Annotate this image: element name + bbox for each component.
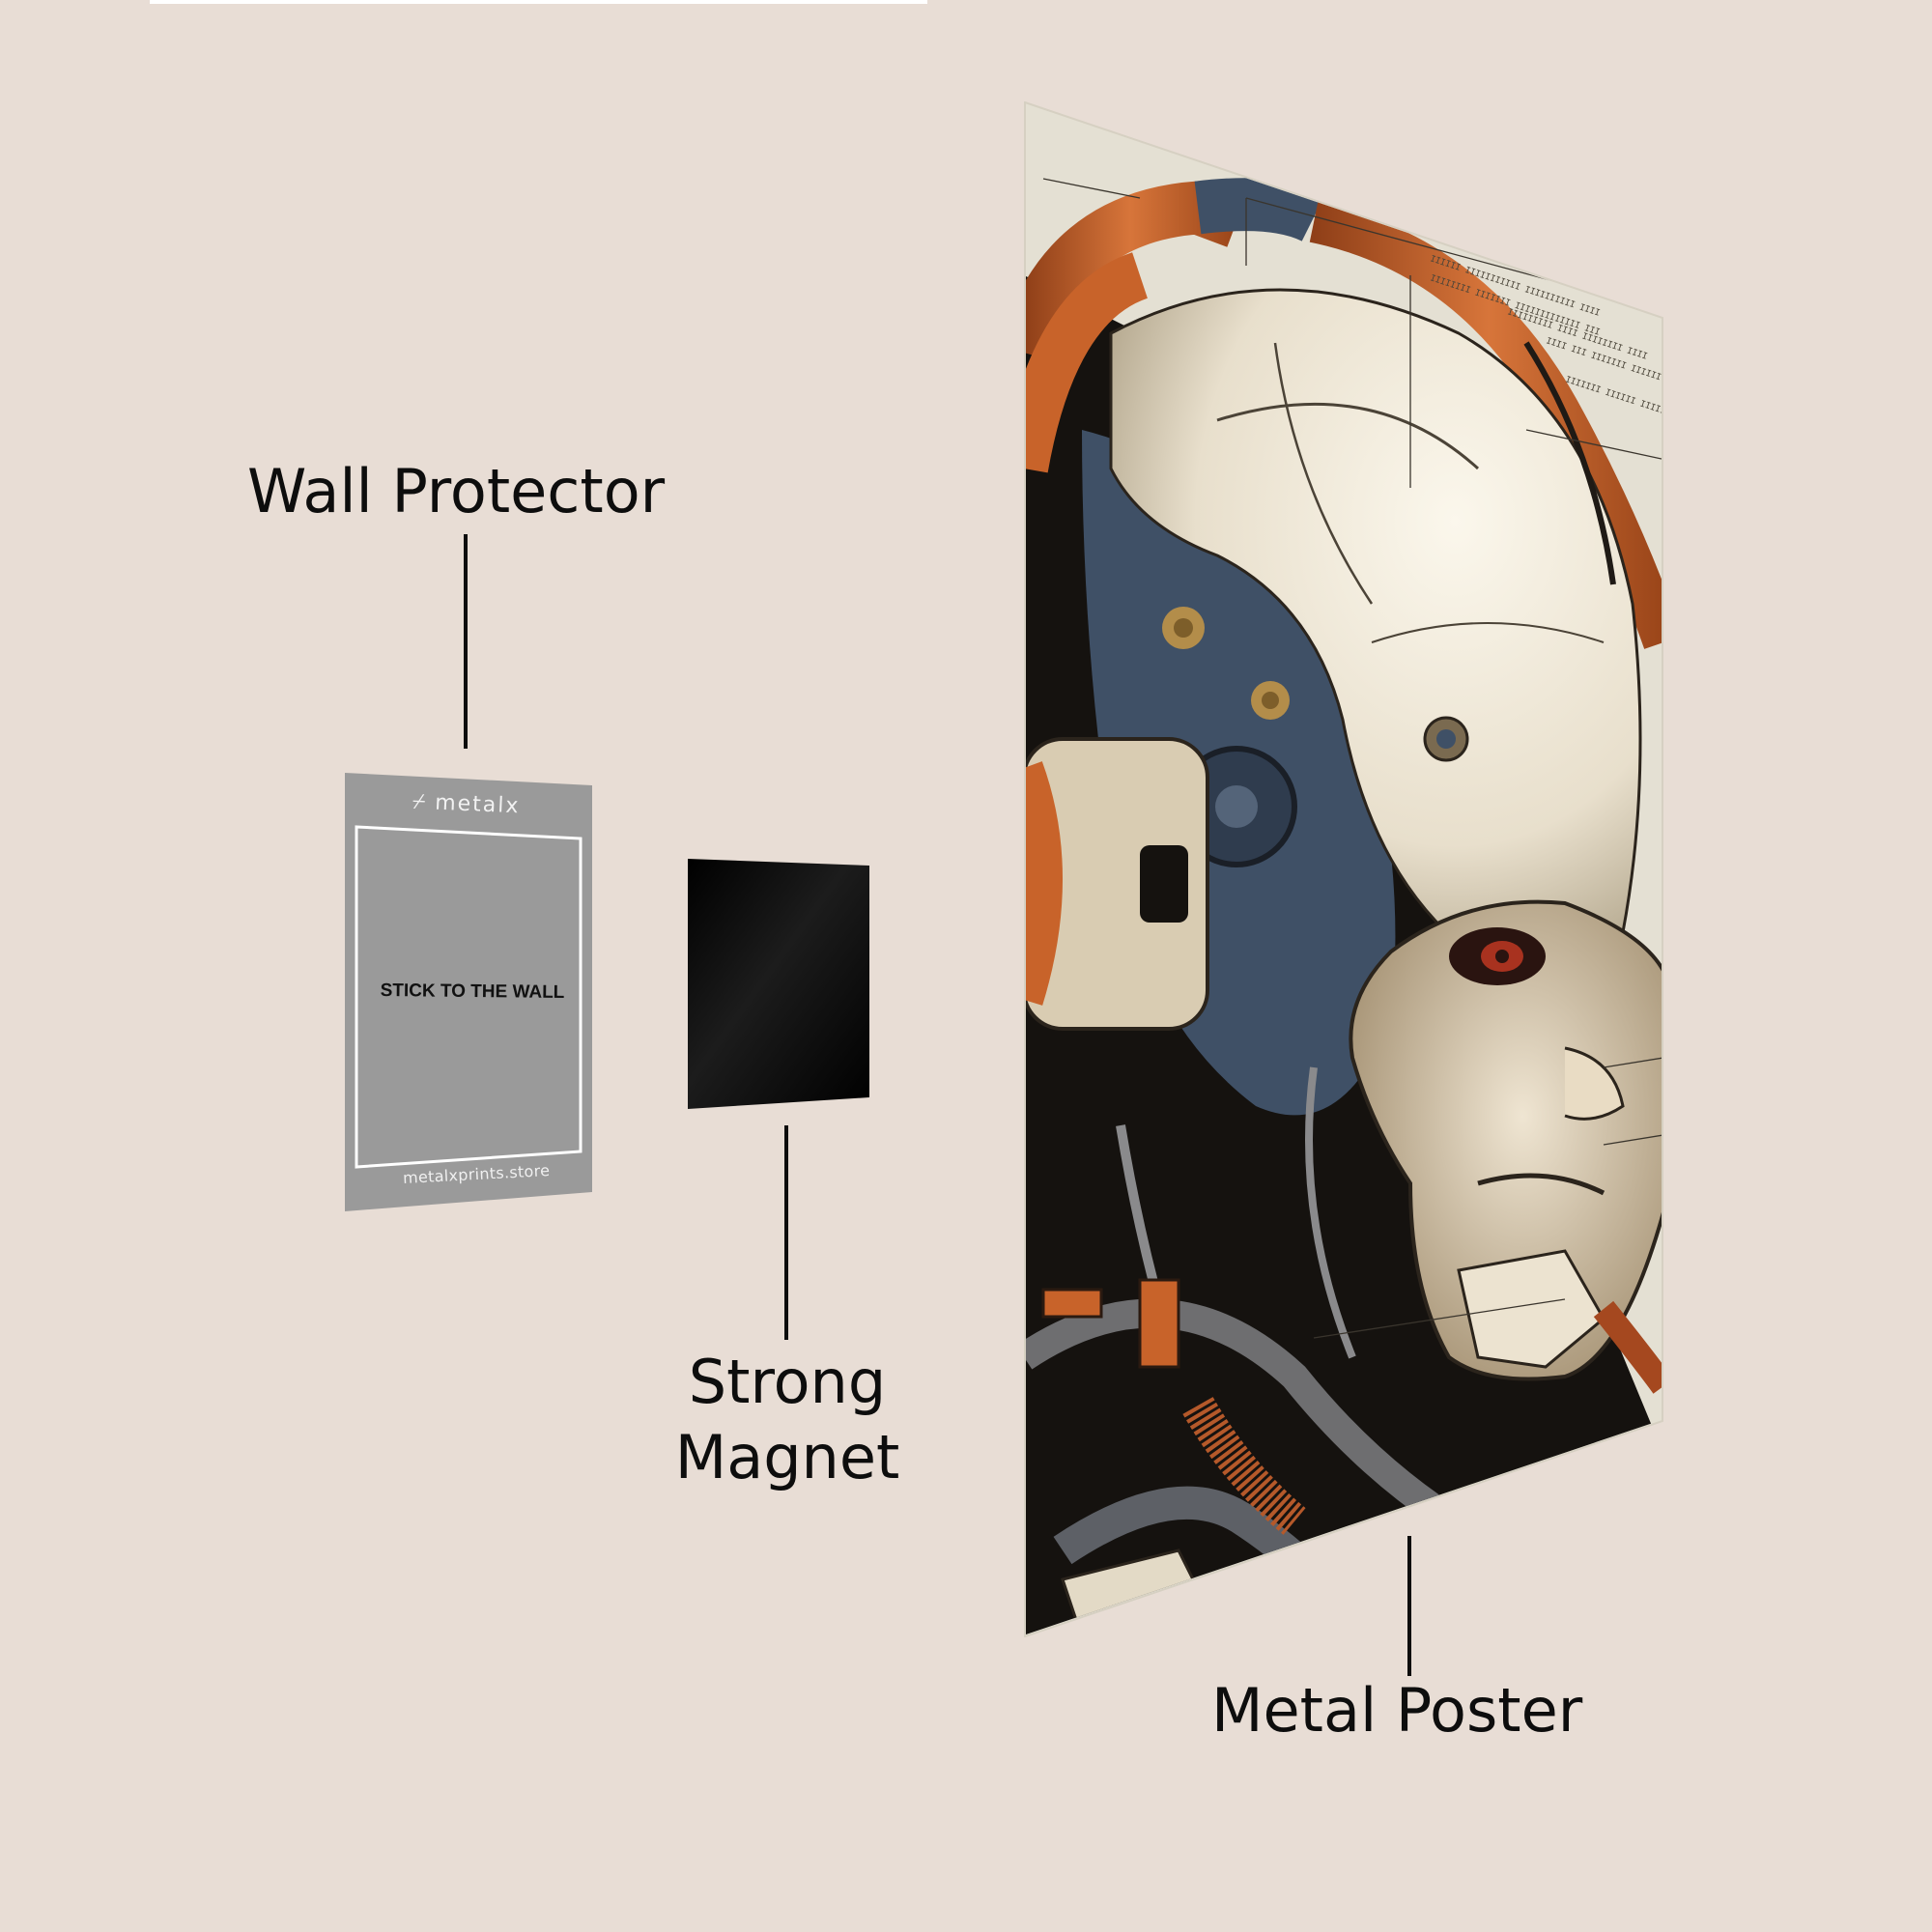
strong-magnet-label-line2: Magnet	[674, 1422, 900, 1492]
wall-protector-label: Wall Protector	[247, 456, 666, 526]
stick-to-wall-text: STICK TO THE WALL	[380, 980, 565, 1003]
wall-protector-leader-line	[464, 534, 468, 749]
metal-poster: IIIIII IIIIIIIIIII IIIIIIIIII IIII IIIII…	[1024, 100, 1663, 1638]
metalx-logo-icon: ⌿	[412, 789, 428, 815]
strong-magnet-label-line1: Strong	[688, 1347, 887, 1417]
wall-protector-plate: ⌿metalx STICK TO THE WALL metalxprints.s…	[345, 773, 592, 1212]
strong-magnet	[688, 859, 871, 1110]
metalx-logo: ⌿metalx	[412, 790, 521, 819]
top-edge-strip	[150, 0, 927, 4]
strong-magnet-label: Strong Magnet	[667, 1345, 908, 1495]
metal-poster-label: Metal Poster	[1211, 1675, 1583, 1746]
magnet-shape	[688, 859, 869, 1109]
magnet-leader-line	[784, 1125, 788, 1340]
robot-artwork: IIIIII IIIIIIIIIII IIIIIIIIII IIII IIIII…	[1024, 100, 1663, 1638]
metal-poster-leader-line	[1407, 1536, 1411, 1676]
wall-protector-shape	[345, 773, 592, 1211]
metalx-brand-name: metalx	[434, 790, 521, 819]
